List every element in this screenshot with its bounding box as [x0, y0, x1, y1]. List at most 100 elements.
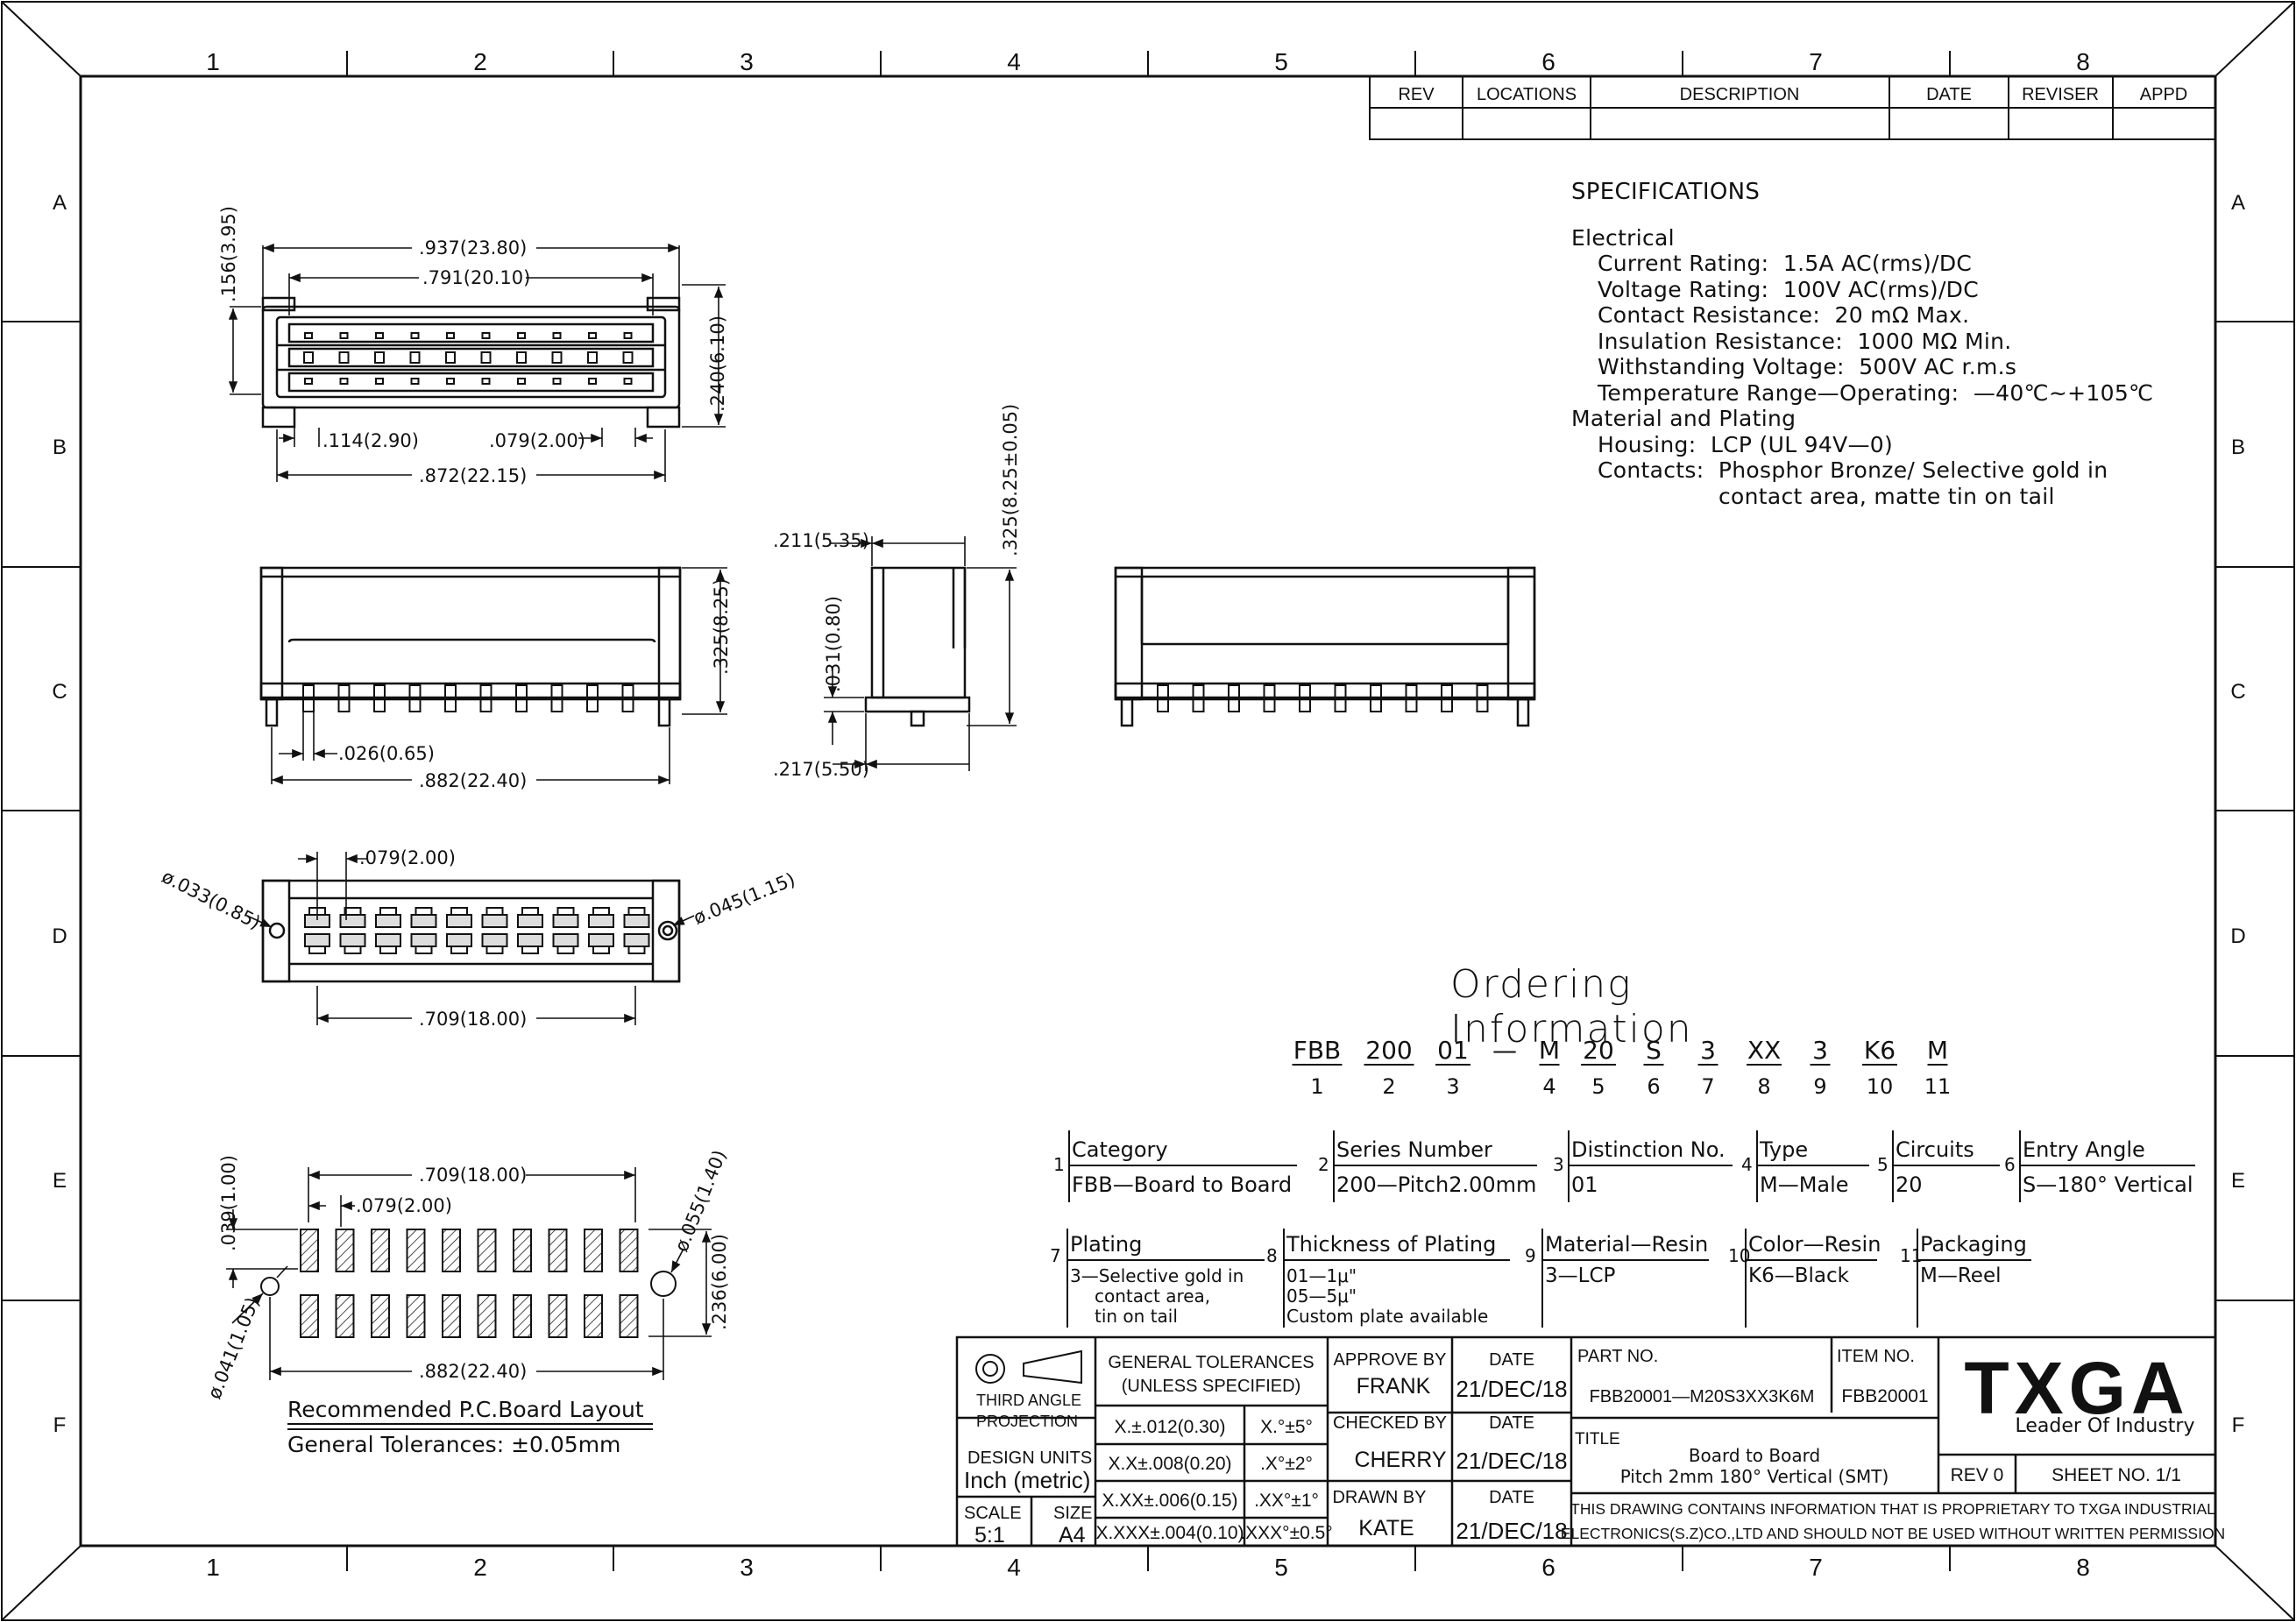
- field-number: 8: [1266, 1245, 1278, 1266]
- contact-pad: [375, 933, 401, 947]
- contact-pad: [588, 933, 614, 947]
- pcb-layout-dims: [226, 1167, 712, 1380]
- contact-slot: [339, 378, 349, 385]
- part-no-label: PART NO.: [1577, 1347, 1658, 1366]
- col-label: 1: [206, 1554, 220, 1581]
- ordering-code: M: [1539, 1036, 1560, 1065]
- contact-pad: [344, 946, 362, 954]
- tol-angle-1: .X°±2°: [1260, 1454, 1313, 1474]
- drawn-name: KATE: [1358, 1516, 1414, 1541]
- contact-pad: [446, 933, 472, 947]
- contact-pad: [308, 946, 326, 954]
- pcb-pad: [300, 1294, 319, 1338]
- general-tolerance: General Tolerances: ±0.05mm: [287, 1432, 620, 1457]
- contact-pad: [627, 946, 646, 954]
- contact-slot: [516, 351, 527, 364]
- front-view: [259, 566, 682, 727]
- dim-front-pin: .026(0.65): [338, 743, 435, 764]
- spec-voltage: Voltage Rating: 100V AC(rms)/DC: [1598, 276, 1979, 302]
- pin-tail: [373, 684, 386, 712]
- checked-date-label: DATE: [1489, 1413, 1534, 1433]
- col-label: 8: [2076, 1554, 2090, 1581]
- pcb-pad: [513, 1229, 532, 1272]
- field-number: 4: [1741, 1154, 1753, 1175]
- field-value: 3—LCP: [1545, 1264, 1616, 1287]
- contact-slot: [445, 351, 456, 364]
- pin-tail: [1476, 684, 1489, 712]
- field-label: Material—Resin: [1545, 1232, 1708, 1257]
- field-label: Packaging: [1920, 1232, 2027, 1257]
- title-block-text: THIRD ANGLE PROJECTION DESIGN UNITS Inch…: [964, 1347, 2225, 1548]
- pin-tail: [444, 684, 457, 712]
- contact-pad: [450, 946, 468, 954]
- contact-pad: [627, 907, 646, 916]
- pcb-layout-title: Recommended P.C.Board Layout: [287, 1397, 644, 1422]
- ordering-code-number: 9: [1813, 1074, 1826, 1099]
- field-number: 2: [1318, 1154, 1329, 1175]
- contact-pad: [623, 914, 650, 928]
- contact-slot: [623, 332, 633, 339]
- ordering-code-number: 7: [1701, 1074, 1714, 1099]
- dim-top-offset: .114(2.90): [322, 430, 419, 451]
- rev-value: REV 0: [1951, 1465, 2004, 1485]
- pin-tail: [1334, 684, 1347, 712]
- spec-contacts: Contacts: Phosphor Bronze/ Selective gol…: [1598, 457, 2108, 483]
- side-view-labels: .211(5.35) .325(8.25±0.05) .031(0.80) .2…: [773, 404, 1021, 780]
- row-label: D: [2230, 924, 2245, 948]
- contact-pad: [446, 914, 472, 928]
- pcb-layout-view: [260, 1229, 677, 1338]
- pin-tail: [1370, 684, 1382, 712]
- dim-side-height: .325(8.25±0.05): [1000, 404, 1021, 556]
- tol-angle-3: .XXX°±0.5°: [1240, 1523, 1332, 1543]
- tol-linear-1: X.X±.008(0.20): [1108, 1454, 1231, 1474]
- contact-pad: [415, 907, 433, 916]
- ordering-code-number: 8: [1757, 1074, 1770, 1099]
- tolerances-title2: (UNLESS SPECIFIED): [1122, 1377, 1300, 1396]
- contact-pad: [410, 914, 437, 928]
- electrical-heading: Electrical: [1571, 224, 1675, 251]
- pin-tail: [408, 684, 422, 712]
- contact-pad: [552, 933, 579, 947]
- projection-line1: THIRD ANGLE: [976, 1392, 1081, 1409]
- tol-angle-2: .XX°±1°: [1254, 1491, 1319, 1511]
- contact-slot: [587, 351, 598, 364]
- pcb-pad: [619, 1294, 639, 1338]
- contact-pad: [521, 946, 539, 954]
- pin-tail: [1157, 684, 1169, 712]
- pin-tail: [1192, 684, 1205, 712]
- title-line2: Pitch 2mm 180° Vertical (SMT): [1620, 1466, 1889, 1487]
- field-value: 05—5μ": [1286, 1286, 1357, 1307]
- contact-slot: [517, 378, 526, 385]
- contact-pad: [485, 907, 504, 916]
- logo-text: TXGA: [1964, 1347, 2189, 1429]
- field-label: Plating: [1070, 1232, 1142, 1257]
- title-label: TITLE: [1575, 1430, 1620, 1448]
- contact-slot: [303, 351, 314, 364]
- scale-value: 5:1: [974, 1523, 1005, 1548]
- tolerances-title1: GENERAL TOLERANCES: [1108, 1353, 1314, 1372]
- pcb-pad: [619, 1229, 639, 1272]
- dim-front-width: .882(22.40): [419, 770, 527, 791]
- pcb-pad: [584, 1294, 603, 1338]
- dim-top-right-height: .240(6.10): [707, 315, 728, 412]
- description-header: DESCRIPTION: [1680, 85, 1800, 104]
- contact-pad: [339, 914, 366, 928]
- col-label: 7: [1809, 1554, 1823, 1581]
- field-value: FBB—Board to Board: [1072, 1172, 1292, 1197]
- field-value: Custom plate available: [1286, 1306, 1488, 1327]
- tol-linear-3: X.XXX±.004(0.10): [1095, 1523, 1244, 1543]
- ordering-code: 01: [1437, 1036, 1469, 1065]
- col-label: 6: [1541, 48, 1555, 75]
- contact-pad: [592, 946, 610, 954]
- bottom-view-dims: [246, 852, 695, 1025]
- spec-contacts-cont: contact area, matte tin on tail: [1718, 483, 2055, 509]
- contact-slot: [446, 378, 455, 385]
- field-label: Entry Angle: [2023, 1137, 2145, 1162]
- pcb-pad: [406, 1229, 426, 1272]
- tol-linear-0: X.±.012(0.30): [1114, 1417, 1225, 1437]
- row-label: E: [2231, 1169, 2245, 1193]
- pcb-pad: [548, 1229, 568, 1272]
- contact-pad: [521, 907, 539, 916]
- field-value: 20: [1896, 1172, 1923, 1197]
